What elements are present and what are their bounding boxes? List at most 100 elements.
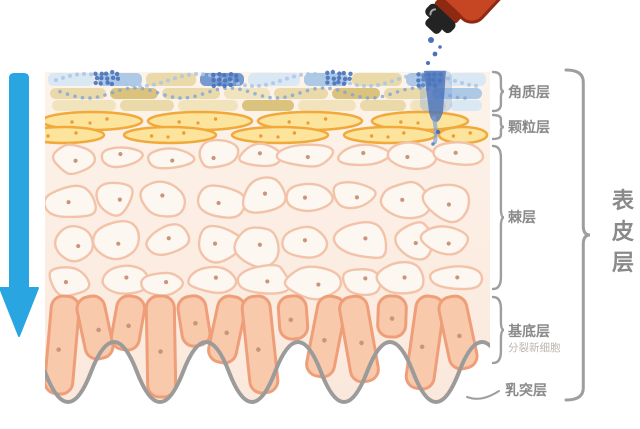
bracket-basal xyxy=(491,295,505,365)
serum-bead xyxy=(88,96,92,100)
serum-bead xyxy=(376,83,380,88)
cell-nucleus xyxy=(116,241,121,246)
serum-bead xyxy=(180,74,184,79)
cell-nucleus xyxy=(363,276,368,281)
serum-bead xyxy=(61,75,65,80)
serum-bead xyxy=(397,76,401,81)
corneum-cell xyxy=(384,88,428,99)
serum-bead xyxy=(152,82,156,87)
serum-particle xyxy=(98,81,103,86)
serum-bead xyxy=(80,95,85,100)
serum-particle xyxy=(93,71,98,77)
skin-cross-section xyxy=(45,37,490,404)
label-basal-layer: 基底层 xyxy=(508,323,550,339)
keratohyalin-dot xyxy=(399,120,403,124)
serum-particle xyxy=(325,80,330,85)
serum-particle xyxy=(114,71,120,77)
serum-bead xyxy=(245,89,250,94)
serum-particle xyxy=(234,73,239,79)
serum-particle xyxy=(416,78,421,83)
bracket-spinous xyxy=(491,144,505,291)
serum-bead xyxy=(290,93,295,98)
serum-bead xyxy=(125,86,130,91)
serum-bead xyxy=(313,86,317,91)
serum-bead xyxy=(253,91,257,96)
serum-bead xyxy=(264,82,268,87)
serum-bead xyxy=(355,82,359,87)
serum-bead xyxy=(278,78,282,83)
serum-bead xyxy=(257,83,261,88)
cell-nucleus xyxy=(96,327,101,333)
spinous-cell xyxy=(139,180,187,218)
spinous-cell xyxy=(332,221,388,259)
granular-cell xyxy=(342,125,438,145)
corneum-cell xyxy=(120,100,174,111)
corneum-cell xyxy=(178,100,238,111)
serum-bead xyxy=(260,94,265,98)
corneum-cell xyxy=(352,73,402,86)
spinous-cell xyxy=(95,181,134,217)
serum-particle xyxy=(234,78,239,83)
corneum-cell xyxy=(242,100,294,111)
serum-bead xyxy=(455,95,460,100)
granular-cell xyxy=(437,125,489,145)
spinous-cell xyxy=(187,265,238,295)
serum-bead xyxy=(75,72,79,77)
serum-bead xyxy=(133,86,137,90)
basal-cell xyxy=(376,294,408,339)
label-papillary-layer: 乳突层 xyxy=(505,382,547,398)
spinous-cell xyxy=(101,264,149,295)
serum-bead xyxy=(320,73,324,78)
serum-bead xyxy=(446,76,450,81)
keratohyalin-dot xyxy=(416,121,420,125)
serum-particle xyxy=(336,79,341,85)
keratohyalin-dot xyxy=(196,121,200,125)
basal-cell xyxy=(207,294,247,365)
serum-bead xyxy=(208,89,212,94)
serum-streak xyxy=(424,71,446,122)
serum-bead xyxy=(380,94,385,99)
serum-particle xyxy=(217,77,222,82)
serum-bead xyxy=(58,89,62,94)
basal-cell xyxy=(338,294,380,384)
granular-cell xyxy=(230,125,330,145)
cell-nucleus xyxy=(166,236,171,241)
label-epidermis: 表皮层 xyxy=(609,188,634,282)
serum-particle xyxy=(99,75,104,81)
cell-nucleus xyxy=(361,150,366,156)
keratohyalin-dot xyxy=(182,131,186,135)
cell-nucleus xyxy=(316,282,321,287)
cell-nucleus xyxy=(389,316,395,321)
basal-cell xyxy=(75,294,115,361)
basal-cell xyxy=(45,294,81,396)
serum-bead xyxy=(350,92,355,97)
serum-bead xyxy=(68,73,72,78)
keratohyalin-dot xyxy=(292,131,297,135)
serum-particle xyxy=(341,81,347,86)
serum-bead xyxy=(453,78,457,83)
serum-bead xyxy=(208,73,212,78)
granular-cell xyxy=(45,125,106,145)
serum-particle xyxy=(217,82,222,87)
keratohyalin-dot xyxy=(149,134,154,138)
down-arrow-icon xyxy=(0,73,39,337)
bracket-granular xyxy=(491,113,505,141)
serum-particle xyxy=(228,71,234,77)
basal-layer xyxy=(45,294,479,399)
serum-particle xyxy=(416,83,421,88)
serum-bead xyxy=(215,87,220,92)
serum-bead xyxy=(173,76,177,81)
label-stratum-corneum: 角质层 xyxy=(508,84,550,100)
serum-bead xyxy=(200,92,205,96)
bracket-stratum-corneum xyxy=(491,70,505,113)
serum-bead xyxy=(395,90,400,94)
cell-nucleus xyxy=(73,158,78,163)
cell-nucleus xyxy=(56,347,61,352)
serum-bead xyxy=(110,90,115,95)
serum-particle xyxy=(105,80,110,85)
spinous-cell xyxy=(100,146,144,169)
serum-particle xyxy=(222,83,227,89)
serum-bead xyxy=(124,81,128,86)
serum-bead xyxy=(148,88,152,93)
